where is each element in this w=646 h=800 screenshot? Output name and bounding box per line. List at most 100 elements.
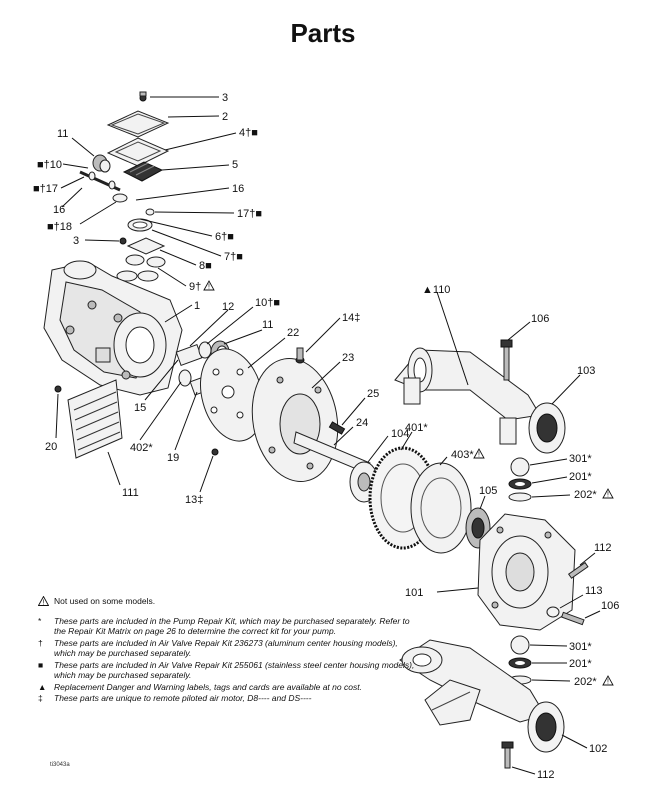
part-diaphragm-403 [410, 462, 472, 554]
callout-15: 15 [134, 402, 146, 414]
legend-row-not-used: ! Not used on some models. [37, 595, 418, 609]
legend-symbol: ▲ [38, 681, 47, 692]
callout-112-bottom: 112 [537, 769, 555, 781]
callout-24: 24 [356, 417, 368, 429]
air-valve-assembly [79, 91, 170, 282]
part-bolt-112-bottom [504, 745, 511, 769]
legend-row-remote-piloted: ‡ These parts are unique to remote pilot… [38, 693, 418, 704]
legend-symbol: * [38, 615, 42, 626]
part-ball-301-bottom [510, 635, 530, 655]
legend-symbol: † [38, 637, 43, 648]
part-gasket-9 [146, 256, 166, 268]
callout-402: 402* [130, 442, 153, 454]
callout-202-bottom: 202* [574, 676, 597, 688]
part-ball-301-top [510, 457, 530, 477]
callout-301-top: 301* [569, 453, 592, 465]
callout-105: 105 [479, 485, 497, 497]
page-title: Parts [290, 18, 356, 48]
callout-20: 20 [45, 441, 57, 453]
callout-18: ■†18 [47, 221, 72, 233]
part-plate-8 [126, 237, 166, 255]
legend-text: Replacement Danger and Warning labels, t… [54, 681, 362, 692]
callout-17-right: 17†■ [237, 208, 262, 220]
callout-111: 111 [122, 487, 139, 499]
callout-106-right: 106 [601, 600, 619, 612]
part-flange-103 [528, 402, 566, 454]
callout-103: 103 [577, 365, 595, 377]
legend-symbol: ■ [38, 659, 44, 670]
part-plate-105 [465, 507, 491, 549]
part-oring-402 [178, 369, 192, 387]
callout-112-right: 112 [594, 542, 612, 554]
callout-104: 104 [391, 428, 409, 440]
part-screw-25 [328, 421, 346, 435]
part-gasket-4 [106, 137, 170, 167]
legend-symbol: ‡ [38, 693, 43, 703]
callout-11-mid: 11 [262, 319, 273, 331]
callout-7: 7†■ [224, 251, 243, 263]
callout-16-right: 16 [232, 183, 244, 195]
callout-6: 6†■ [215, 231, 234, 243]
legend-text: These parts are included in the Pump Rep… [54, 615, 410, 637]
callout-3-top: 3 [222, 92, 228, 104]
part-bolt-106-right [560, 611, 585, 626]
callout-4: 4†■ [239, 127, 258, 139]
callout-101: 101 [405, 587, 423, 599]
callout-301-bottom: 301* [569, 641, 592, 653]
part-bearing-12 [175, 344, 203, 366]
part-inlet-manifold-102 [399, 639, 546, 726]
part-screw-3-lower [119, 237, 127, 245]
warning-icon-9 [203, 280, 215, 291]
warning-icon-202-top [602, 488, 614, 499]
callout-202-top: 202* [574, 489, 597, 501]
callout-9: 9† [189, 281, 201, 293]
callout-401: 401* [405, 422, 428, 434]
part-muffler-111 [67, 379, 123, 459]
part-bolt-106-top [503, 345, 510, 381]
leader-lines [55, 96, 601, 775]
callout-5: 5 [232, 159, 238, 171]
part-fitting-20 [54, 385, 62, 393]
legend-text: These parts are unique to remote piloted… [54, 693, 312, 703]
callout-201-top: 201* [569, 471, 592, 483]
callout-3-lower: 3 [73, 235, 79, 247]
callout-201-bottom: 201* [569, 658, 592, 670]
callout-8: 8■ [199, 260, 212, 272]
callout-19: 19 [167, 452, 179, 464]
svg-text:!: ! [43, 600, 45, 607]
legend-row-labels: ▲ Replacement Danger and Warning labels,… [38, 682, 418, 693]
callout-11-top: 11 [57, 128, 68, 140]
callout-16-left: 16 [53, 204, 65, 216]
figure-code: ti3043a [50, 762, 70, 768]
callout-113: 113 [585, 585, 603, 597]
legend-row-pump-kit: * These parts are included in the Pump R… [38, 616, 418, 637]
callout-10-top: ■†10 [37, 159, 62, 171]
callout-14: 14‡ [342, 312, 360, 324]
part-oring-202-top [508, 492, 532, 502]
callout-403: 403* [451, 449, 474, 461]
legend-text: Not used on some models. [54, 596, 156, 606]
callout-2: 2 [222, 111, 228, 123]
warning-icon-202-bottom [602, 675, 614, 686]
part-bolt-112-right [567, 561, 589, 579]
warning-icon: ! [37, 595, 54, 609]
callout-110: ▲110 [422, 284, 450, 296]
callout-12: 12 [222, 301, 234, 313]
callout-106-top: 106 [531, 313, 549, 325]
part-plug-13 [211, 448, 219, 456]
callout-25: 25 [367, 388, 379, 400]
part-oring-6 [112, 193, 128, 203]
part-plate-23 [251, 358, 339, 482]
callout-23: 23 [342, 352, 354, 364]
callout-10-mid: 10†■ [255, 297, 280, 309]
callout-102: 102 [589, 743, 607, 755]
part-oring-10 [198, 341, 212, 359]
part-flange-102 [527, 701, 565, 753]
legend-text: These parts are included in Air Valve Re… [54, 637, 398, 659]
part-fluid-cover-101 [477, 513, 576, 631]
callout-13: 13‡ [185, 494, 203, 506]
part-cover-2 [106, 110, 170, 138]
center-housing-1 [43, 260, 183, 396]
part-washer-113 [546, 606, 560, 618]
